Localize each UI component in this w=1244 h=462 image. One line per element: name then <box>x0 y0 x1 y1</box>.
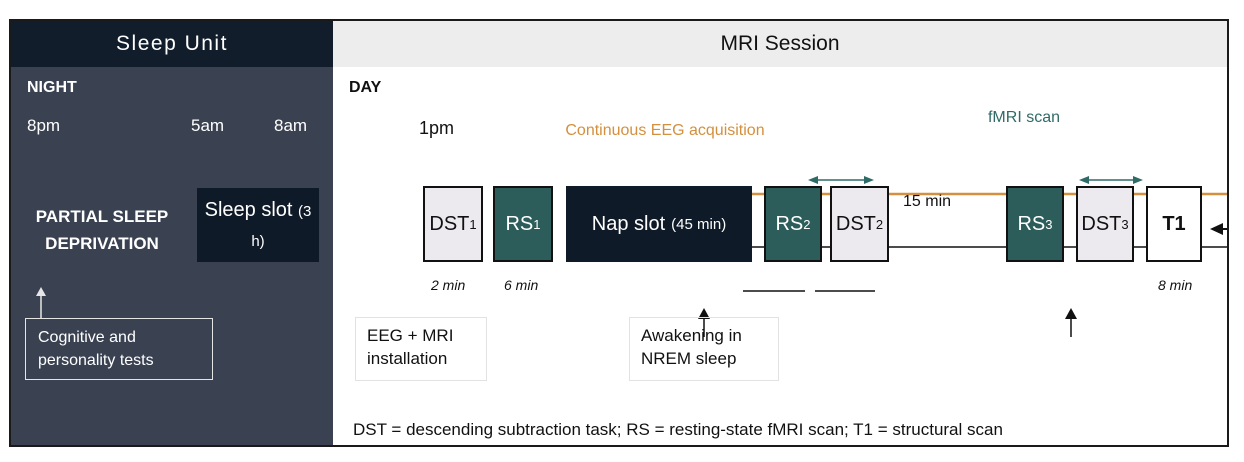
fifteen-min-label: 15 min <box>903 193 952 210</box>
dst-duration-label: 2 min <box>431 277 466 293</box>
installation-up-arrow-icon <box>698 308 710 337</box>
cognitive-tests-box: Cognitive and personality tests <box>25 318 213 380</box>
fmri-scan-label: fMRI scan <box>987 109 1060 126</box>
time-8pm: 8pm <box>27 116 61 135</box>
sleep-slot-block: Sleep slot (3 h) <box>197 188 319 262</box>
night-label: NIGHT <box>27 79 77 96</box>
rs1-teal-arrow <box>808 176 874 184</box>
figure-frame: Sleep Unit NIGHT 8pm 5am 8am PARTIAL SLE… <box>9 19 1229 447</box>
sleep-slot-label: Sleep slot <box>204 199 293 221</box>
mri-session-header: MRI Session <box>333 21 1227 67</box>
day-label: DAY <box>349 79 382 96</box>
fifteen-min-arrow <box>1210 223 1227 235</box>
partial-sleep-deprivation-label: PARTIAL SLEEP DEPRIVATION <box>35 207 169 253</box>
time-8am: 8am <box>274 116 308 135</box>
awakening-up-arrow-icon <box>1065 308 1077 337</box>
up-arrow-icon <box>36 287 46 319</box>
t1-duration-label: 8 min <box>1158 277 1193 293</box>
eeg-acquisition-label: Continuous EEG acquisition <box>565 122 765 139</box>
t1-block: T1 <box>1146 186 1202 262</box>
installation-callout: EEG + MRI installation <box>355 317 487 381</box>
awakening-callout: Awakening in NREM sleep <box>629 317 779 381</box>
rs-duration-label: 6 min <box>504 277 539 293</box>
sleep-unit-panel: Sleep Unit NIGHT 8pm 5am 8am PARTIAL SLE… <box>11 21 333 445</box>
rs2-teal-arrow <box>1079 176 1143 184</box>
sleep-unit-header: Sleep Unit <box>11 21 333 67</box>
nap-slot-block: Nap slot(45 min) <box>566 186 752 262</box>
mri-session-panel: MRI Session <box>333 21 1227 445</box>
legend-text: DST = descending subtraction task; RS = … <box>353 420 1003 439</box>
time-5am: 5am <box>191 116 225 135</box>
sleep-slot-duration: (3 h) <box>251 203 312 250</box>
time-1pm: 1pm <box>419 118 455 138</box>
